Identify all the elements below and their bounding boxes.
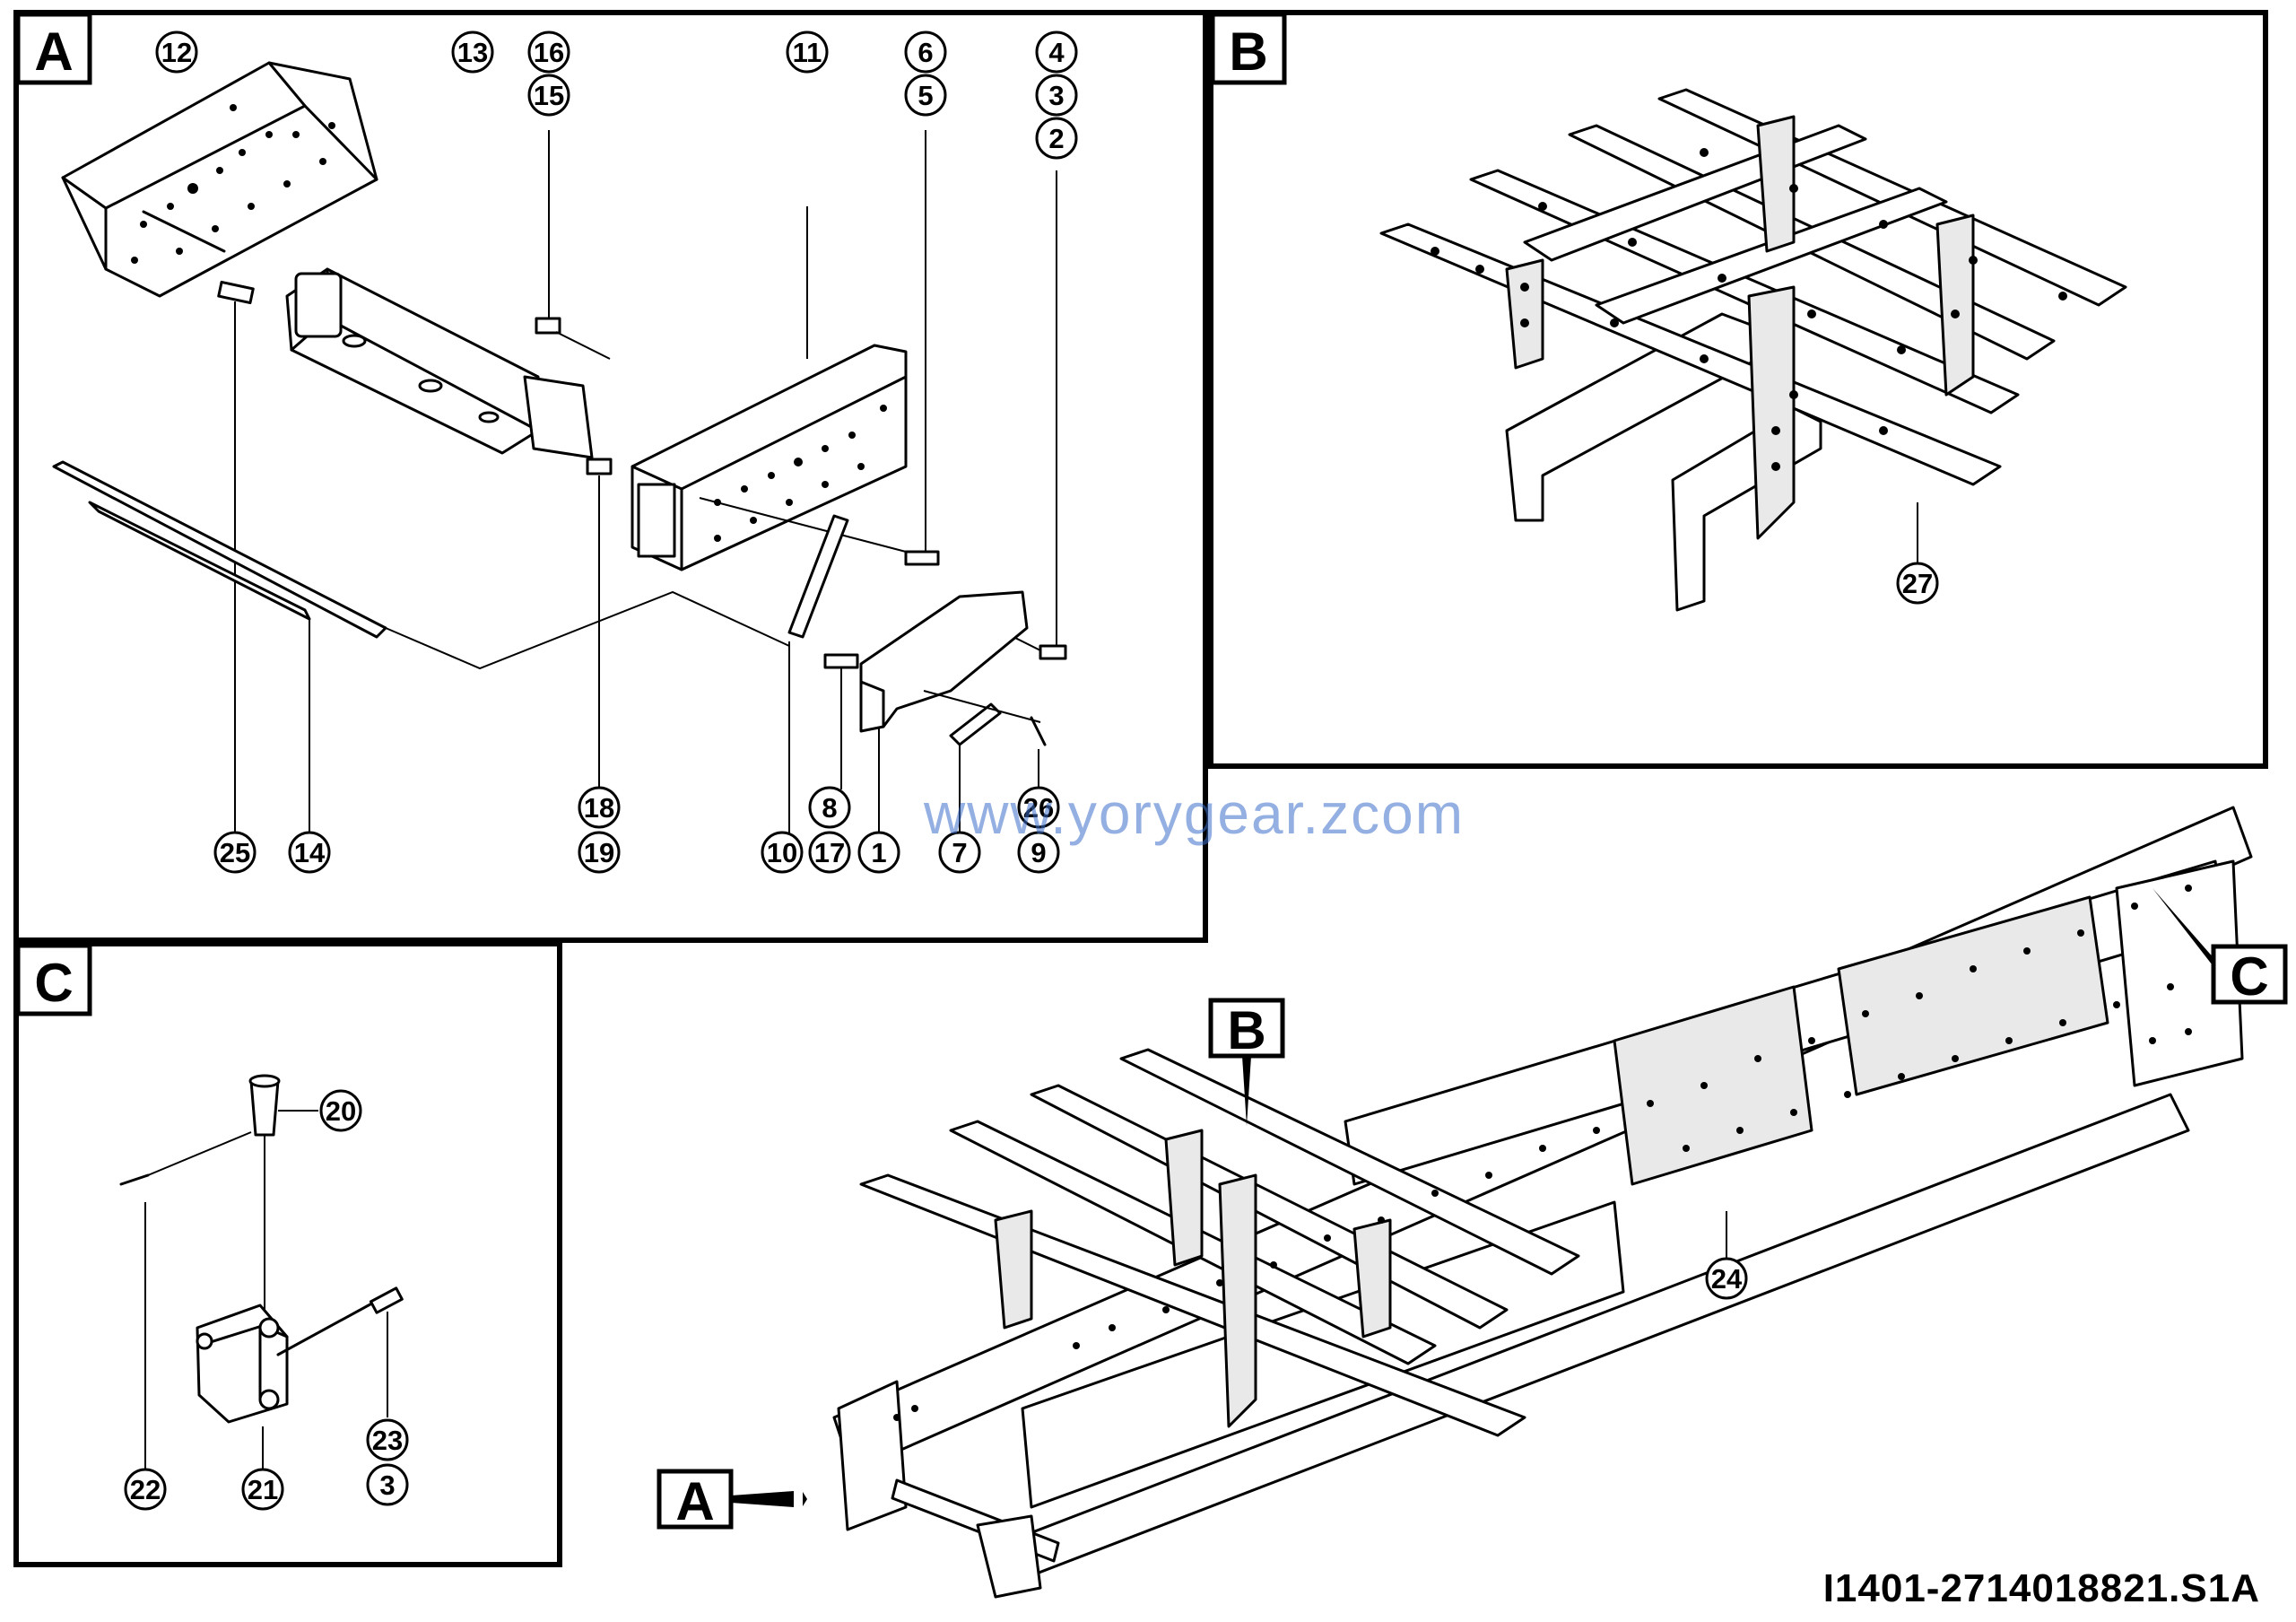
svg-text:9: 9	[1031, 837, 1046, 868]
callout-24: 24	[1705, 1257, 1748, 1300]
svg-text:4: 4	[1048, 37, 1065, 68]
callout-12: 12	[155, 31, 198, 74]
rear-cross-beam-11	[631, 206, 908, 571]
callout-2: 2	[1035, 117, 1078, 160]
bolt-4-3-2	[995, 170, 1067, 660]
callout-20: 20	[319, 1089, 362, 1132]
tow-hook-1	[859, 590, 1029, 834]
panel-a-label: A	[15, 12, 92, 85]
svg-text:11: 11	[793, 37, 822, 68]
callout-25: 25	[213, 831, 257, 874]
bolt-6-5	[904, 130, 940, 566]
cross-member-12	[61, 61, 378, 298]
spring-pin-22	[119, 1131, 252, 1471]
svg-text:23: 23	[372, 1425, 403, 1456]
svg-text:C: C	[2230, 946, 2268, 1007]
svg-text:14: 14	[294, 837, 326, 868]
panel-c-frame	[13, 941, 562, 1567]
svg-text:C: C	[34, 953, 73, 1013]
main-marker-b: B	[1208, 998, 1285, 1126]
svg-text:A: A	[34, 22, 73, 82]
callout-1: 1	[857, 831, 900, 874]
svg-text:25: 25	[220, 837, 250, 868]
panel-b-label: B	[1210, 12, 1287, 85]
callout-3: 3	[1035, 74, 1078, 117]
svg-text:B: B	[1229, 22, 1267, 82]
main-marker-c: C	[2152, 888, 2288, 1007]
callout-9: 9	[1017, 831, 1060, 874]
callout-19: 19	[578, 831, 621, 874]
svg-text:22: 22	[130, 1474, 161, 1505]
callout-16: 16	[527, 31, 570, 74]
rod-10	[787, 514, 849, 834]
callout-15: 15	[527, 74, 570, 117]
bolt-23-3	[276, 1286, 404, 1417]
callout-27: 27	[1896, 562, 1939, 605]
callout-6: 6	[904, 31, 947, 74]
callout-14: 14	[288, 831, 331, 874]
panel-b-frame	[1208, 10, 2268, 769]
callout-21: 21	[241, 1468, 284, 1511]
frame-crossmember-assembly-27	[1379, 88, 2127, 612]
watermark-text: www.yorygear.zcom	[924, 781, 1465, 846]
svg-text:15: 15	[534, 80, 564, 111]
main-marker-a: A	[657, 1469, 807, 1531]
panel-c-label: C	[15, 943, 92, 1016]
callout-18: 18	[578, 786, 621, 829]
bolt-18-19	[586, 458, 613, 789]
callout-4: 4	[1035, 31, 1078, 74]
drawing-id: I1401-2714018821.S1A	[1822, 1566, 2260, 1610]
tow-bar-tube-13	[285, 267, 594, 459]
callout-22: 22	[124, 1468, 167, 1511]
hitch-pin-20	[248, 1074, 318, 1319]
svg-text:16: 16	[534, 37, 564, 68]
svg-text:7: 7	[952, 837, 967, 868]
svg-text:17: 17	[814, 837, 845, 868]
svg-text:2: 2	[1048, 123, 1064, 154]
svg-text:12: 12	[161, 37, 192, 68]
callout-13: 13	[451, 31, 494, 74]
callout-5: 5	[904, 74, 947, 117]
svg-text:21: 21	[248, 1474, 278, 1505]
chassis-frame-24	[832, 806, 2253, 1599]
bolt-8-17	[823, 653, 859, 789]
svg-text:3: 3	[1048, 80, 1064, 111]
svg-text:3: 3	[379, 1469, 395, 1501]
svg-text:13: 13	[457, 37, 488, 68]
svg-text:20: 20	[326, 1095, 356, 1127]
svg-text:8: 8	[822, 792, 837, 824]
callout-23: 23	[366, 1418, 409, 1461]
svg-text:10: 10	[767, 837, 797, 868]
svg-text:A: A	[675, 1471, 714, 1531]
svg-text:5: 5	[918, 80, 933, 111]
svg-text:19: 19	[584, 837, 614, 868]
svg-text:27: 27	[1902, 568, 1933, 599]
callout-7: 7	[938, 831, 981, 874]
callout-10: 10	[761, 831, 804, 874]
pin-26-9	[1030, 716, 1047, 789]
callout-3: 3	[366, 1463, 409, 1506]
bolt-16-15	[535, 130, 611, 360]
support-bar-14	[52, 460, 790, 834]
svg-text:6: 6	[918, 37, 933, 68]
leader-beam-bolt	[699, 497, 907, 553]
svg-text:18: 18	[584, 792, 614, 824]
callout-8: 8	[808, 786, 851, 829]
svg-text:24: 24	[1711, 1263, 1743, 1295]
panel-a-frame	[13, 10, 1208, 943]
clip-7	[923, 690, 1041, 834]
bolt-25	[142, 210, 255, 834]
svg-text:1: 1	[871, 837, 886, 868]
callout-26: 26	[1017, 786, 1060, 829]
svg-text:B: B	[1227, 1000, 1265, 1060]
callout-17: 17	[808, 831, 851, 874]
svg-text:26: 26	[1023, 792, 1054, 824]
coupling-bracket-21	[196, 1304, 289, 1471]
callout-11: 11	[786, 31, 829, 74]
